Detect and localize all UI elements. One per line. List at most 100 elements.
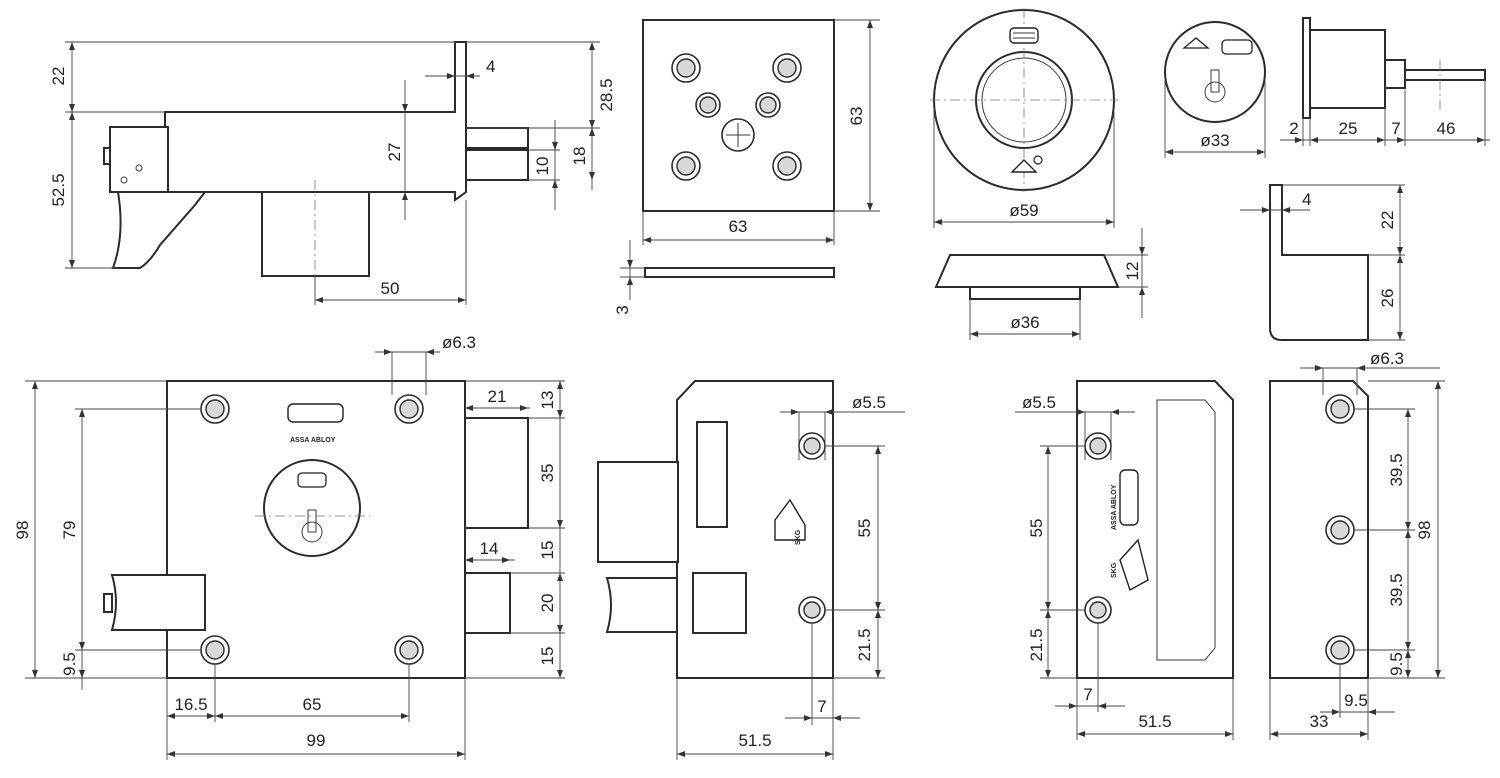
dim-front-13: 13 (538, 391, 557, 410)
front-latch (464, 572, 511, 634)
front-view: ASSA ABLOY ø6.3 98 79 9.5 21 (13, 333, 565, 760)
dim-front-bottom: 9.5 (60, 652, 79, 676)
keep-left-holes (1084, 432, 1112, 624)
cylinder-flange (1302, 17, 1311, 119)
back-knob (605, 577, 678, 633)
dim-front-latch-w: 14 (480, 539, 499, 558)
back-slot-upper (696, 421, 728, 528)
dim-side-bolt-b: 18 (570, 147, 589, 166)
dim-keep-right-lower: 39.5 (1387, 573, 1406, 606)
rose-profile (934, 254, 1120, 288)
plate-screw-holes (671, 53, 802, 181)
dim-side-top: 22 (49, 67, 68, 86)
dim-side-height: 52.5 (49, 173, 68, 206)
back-mount-holes (798, 432, 826, 624)
front-brand-logo: ASSA ABLOY (287, 403, 344, 444)
cylinder-tailpiece-base (1384, 59, 1406, 89)
lock-body-side (164, 41, 467, 202)
dim-back-hole: ø5.5 (852, 393, 886, 412)
side-view: 22 52.5 4 28.5 18 27 10 50 (49, 41, 616, 305)
side-end-cap (109, 126, 169, 193)
keep-left-brand-logo: ASSA ABLOY (1111, 469, 1139, 530)
keep-left-cert-text: SKG (1111, 562, 1118, 578)
side-bolt-tip (465, 127, 529, 149)
keep-left-brand-text: ASSA ABLOY (1111, 484, 1118, 530)
dim-back-width: 51.5 (738, 731, 771, 750)
dim-cylinder-d: 46 (1437, 119, 1456, 138)
dim-back-edge: 7 (817, 697, 826, 716)
dim-staple-top: 22 (1378, 211, 1397, 230)
staple-profile (1269, 184, 1369, 341)
keep-left-case (1076, 380, 1234, 679)
dim-back-spacing: 55 (855, 519, 874, 538)
dim-front-15-top: 15 (538, 541, 557, 560)
keep-right-case (1269, 380, 1369, 679)
dim-rose-inner: ø36 (1010, 313, 1039, 332)
dim-cylinder-a: 2 (1289, 119, 1298, 138)
keep-left: ASSA ABLOY SKG ø5.5 55 21.5 7 51.5 (1015, 380, 1234, 740)
dim-side-inner: 27 (385, 143, 404, 162)
front-knob-stub (103, 593, 113, 613)
dim-keep-left-edge: 7 (1083, 685, 1092, 704)
rose-profile-boss (969, 286, 1081, 300)
back-cert-text: SKG (795, 529, 802, 545)
cylinder-rose: ø59 12 ø36 (930, 8, 1148, 340)
dim-cylinder-dia: ø33 (1200, 131, 1229, 150)
front-bolt (464, 417, 529, 529)
back-cylinder-side (597, 461, 679, 563)
dim-keep-right-upper: 39.5 (1387, 453, 1406, 486)
front-mount-holes (200, 394, 424, 665)
rose-brand-logo (1009, 27, 1039, 44)
dim-front-centers: 79 (60, 521, 79, 540)
front-brand-text: ASSA ABLOY (290, 437, 336, 444)
cylinder-body (1309, 29, 1386, 109)
dim-keep-left-spacing: 55 (1027, 519, 1046, 538)
plate-edge (644, 267, 835, 278)
dim-front-20: 20 (538, 594, 557, 613)
dim-front-width: 99 (307, 731, 326, 750)
dim-keep-left-hole: ø5.5 (1022, 393, 1056, 412)
key-cylinder: ø33 2 25 7 46 (1164, 17, 1490, 158)
dim-cylinder-c: 7 (1391, 119, 1400, 138)
dim-keep-right-bottom: 9.5 (1387, 652, 1406, 676)
dim-side-depth: 28.5 (597, 78, 616, 111)
front-knob (110, 574, 206, 631)
dim-plate-width: 63 (729, 217, 748, 236)
dim-cylinder-b: 25 (1339, 119, 1358, 138)
cylinder-tailpiece (1404, 69, 1486, 81)
keep-right-holes (1325, 394, 1355, 665)
dim-front-height: 98 (13, 521, 32, 540)
dim-plate-thickness: 3 (613, 305, 632, 314)
side-bolt (465, 149, 529, 181)
side-rivet (120, 176, 128, 184)
keep-right: ø6.3 39.5 39.5 9.5 98 9.5 33 (1269, 349, 1445, 740)
rose-cert-logo (1010, 155, 1043, 173)
front-rose (263, 459, 361, 557)
cylinder-face (1164, 21, 1266, 123)
dim-side-offset: 50 (381, 279, 400, 298)
dim-front-spacing: 65 (303, 695, 322, 714)
mounting-plate: 63 63 3 (613, 19, 880, 315)
dim-keep-left-bottom: 21.5 (1027, 628, 1046, 661)
dim-keep-right-width: 33 (1310, 712, 1329, 731)
dim-keep-right-height: 98 (1415, 521, 1434, 540)
dim-front-15-bottom: 15 (538, 647, 557, 666)
back-cert-logo: SKG (774, 498, 806, 545)
side-cylinder (261, 191, 370, 277)
staple-bracket: 4 22 26 (1240, 184, 1405, 341)
back-view: SKG ø5.5 55 21.5 7 51.5 (597, 380, 905, 760)
dim-keep-left-width: 51.5 (1138, 712, 1171, 731)
dim-keep-right-hole: ø6.3 (1370, 349, 1404, 368)
keep-left-cert-logo: SKG (1111, 538, 1149, 592)
dim-side-bolt-a: 10 (533, 157, 552, 176)
dim-staple-bottom: 26 (1378, 289, 1397, 308)
dim-rose-dia: ø59 (1009, 201, 1038, 220)
side-rivet (135, 164, 143, 172)
dim-plate-height: 63 (847, 107, 866, 126)
dim-front-hole: ø6.3 (442, 333, 476, 352)
side-end-bar (103, 147, 111, 165)
dim-side-bracket: 4 (486, 57, 495, 76)
plate-face (642, 19, 835, 212)
dim-rose-height: 12 (1123, 262, 1142, 281)
